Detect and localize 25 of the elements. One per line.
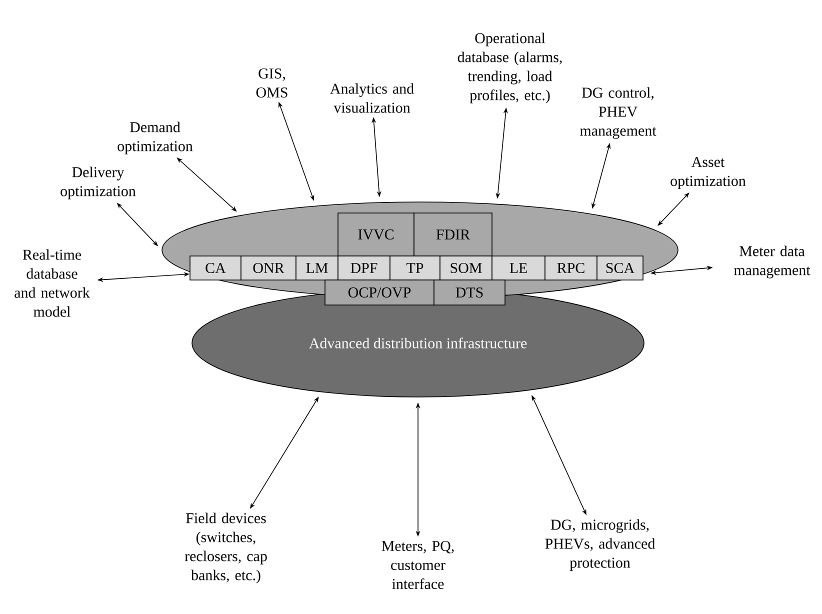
- function-box: LE: [492, 256, 546, 280]
- function-box: ONR: [240, 256, 296, 280]
- system-label: Delivery optimization: [60, 166, 136, 200]
- function-box: SCA: [596, 256, 644, 280]
- function-box: LM: [296, 256, 338, 280]
- function-box: TP: [390, 256, 440, 280]
- system-label: Operational database (alarms, trending, load profiles, etc.): [458, 32, 562, 104]
- system-label: DG control, PHEV management: [580, 87, 656, 139]
- function-box: IVVC: [338, 212, 414, 256]
- system-label: GIS, OMS: [256, 68, 288, 98]
- function-box: OCP/OVP: [324, 280, 434, 306]
- function-box: CA: [190, 256, 242, 280]
- system-label: Meter data management: [734, 246, 810, 278]
- system-label: Analytics and visualization: [330, 83, 414, 113]
- function-box: FDIR: [414, 212, 492, 256]
- system-label: Demand optimization: [118, 122, 193, 154]
- system-label: Field devices (switches, reclosers, cap banks, etc.): [184, 512, 267, 584]
- system-label: Real-time database and network model: [14, 249, 90, 317]
- system-label: Meters, PQ, customer interface: [382, 540, 454, 590]
- function-box: DPF: [338, 256, 390, 280]
- function-box: DTS: [434, 280, 506, 306]
- function-box: RPC: [544, 256, 598, 280]
- system-label: DG, microgrids, PHEVs, advanced protection: [545, 519, 655, 571]
- function-box: SOM: [440, 256, 492, 280]
- system-label: Asset optimization: [670, 156, 746, 190]
